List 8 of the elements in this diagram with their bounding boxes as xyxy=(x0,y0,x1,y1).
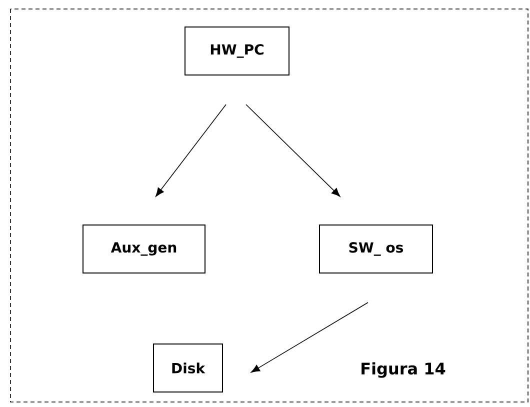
caption: Figura 14 xyxy=(362,362,446,378)
process-box: Disk xyxy=(153,344,223,392)
process-box: HW_PC xyxy=(184,26,290,76)
arrow xyxy=(250,302,368,373)
arrow xyxy=(246,104,340,197)
process-box: SW_ os xyxy=(319,224,433,274)
arrow xyxy=(156,104,226,197)
process-box: Aux_gen xyxy=(82,224,206,274)
